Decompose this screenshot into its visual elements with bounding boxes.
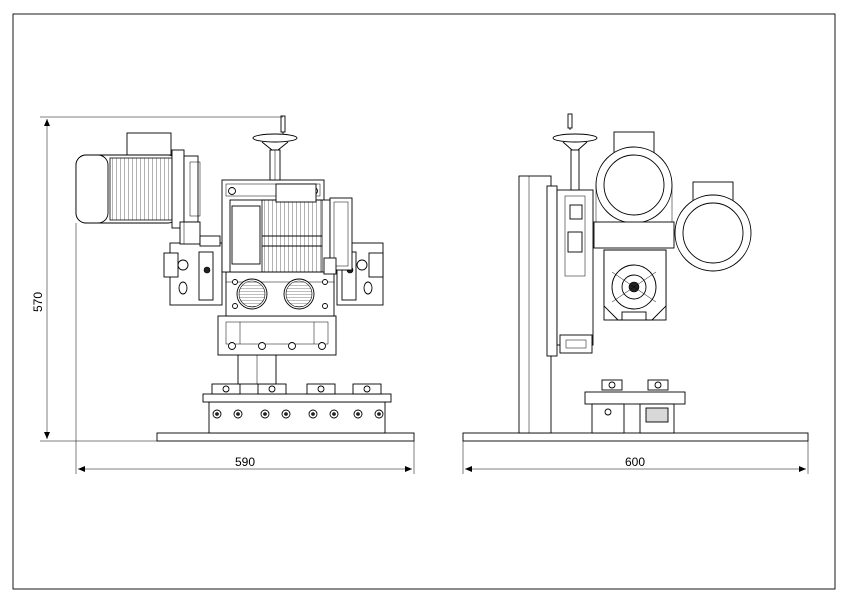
side-view xyxy=(462,113,809,442)
side-base-plate xyxy=(462,432,809,442)
front-view xyxy=(75,115,415,442)
front-width-dimension-label: 590 xyxy=(235,455,255,469)
front-left-bracket xyxy=(163,242,223,306)
side-column xyxy=(518,175,552,434)
side-hand-wheel xyxy=(552,113,598,191)
front-base-plate xyxy=(156,432,415,442)
side-lower-fittings xyxy=(584,379,686,434)
side-upper-motor xyxy=(593,131,675,249)
dimension-front-width xyxy=(75,223,415,474)
front-right-bracket xyxy=(336,242,384,306)
side-roller-housing xyxy=(603,249,667,321)
front-top-motor xyxy=(75,132,221,247)
front-rail-bolts xyxy=(212,409,384,419)
dimension-height xyxy=(40,116,283,442)
front-rail-fittings xyxy=(211,383,382,395)
dimension-side-width xyxy=(462,441,809,474)
side-right-motor xyxy=(674,181,752,272)
drawing-frame xyxy=(12,13,836,590)
height-dimension-label: 570 xyxy=(31,292,45,312)
front-hand-wheel xyxy=(252,115,298,181)
side-width-dimension-label: 600 xyxy=(625,455,645,469)
front-right-pulley xyxy=(323,197,353,275)
